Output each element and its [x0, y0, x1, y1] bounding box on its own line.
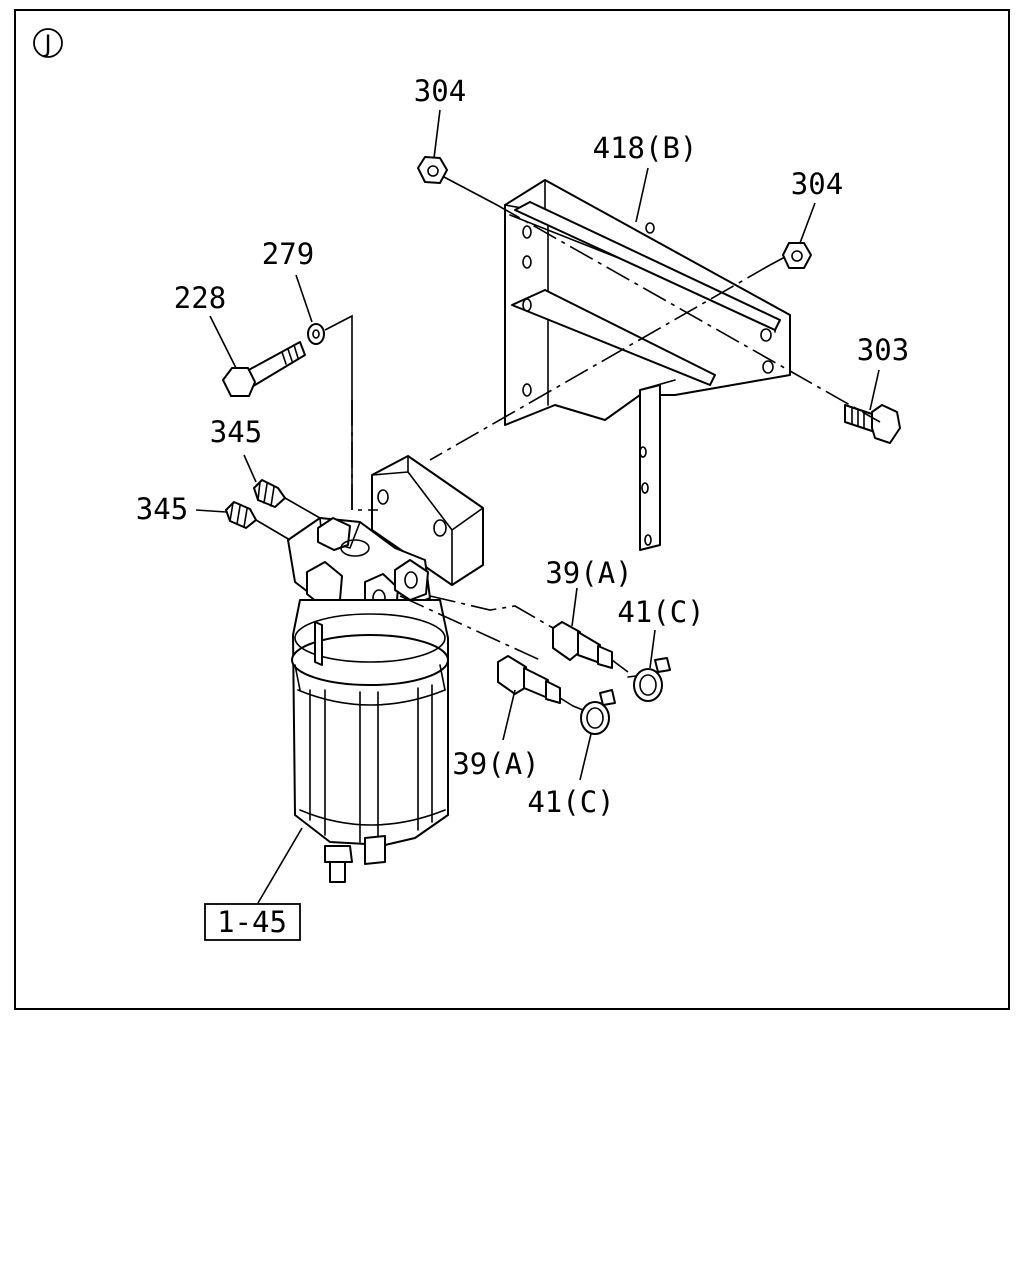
callout-labels: 304 418(B) 304 303 279 228 345 345 39(A)…: [136, 74, 909, 819]
callout-nut-304-right: 304: [791, 167, 843, 201]
callout-nipple-39a-lower: 39(A): [452, 747, 539, 781]
callout-clip-41c-lower: 41(C): [527, 785, 614, 819]
callout-plug-345-upper: 345: [210, 415, 262, 449]
bracket-418b: [504, 179, 791, 551]
nipple-39a-upper: [552, 621, 613, 669]
clip-41c-upper: [627, 657, 671, 702]
plug-345-upper: [253, 479, 286, 508]
bolt-303: [844, 404, 901, 444]
callout-nipple-39a-upper: 39(A): [545, 556, 632, 590]
callout-bolt-303: 303: [857, 333, 909, 367]
view-marker-label: J: [42, 30, 51, 58]
reference-box-label: 1-45: [217, 905, 287, 939]
view-marker: J: [33, 28, 63, 58]
nut-304-right: [782, 242, 812, 269]
nipple-39a-lower: [497, 655, 561, 704]
callout-plug-345-lower: 345: [136, 492, 188, 526]
callout-bracket-418b: 418(B): [593, 131, 698, 165]
clip-41c-lower: [572, 689, 616, 735]
bolt-228: [222, 341, 306, 397]
washer-279: [307, 323, 325, 345]
callout-clip-41c-upper: 41(C): [617, 595, 704, 629]
callout-washer-279: 279: [262, 237, 314, 271]
reference-box: 1-45: [204, 903, 301, 941]
assembly-lines: [255, 176, 881, 707]
filter-head: [287, 517, 431, 619]
plug-345-lower: [225, 501, 257, 529]
callout-leaders: [195, 109, 880, 904]
filter-bowl: [291, 599, 449, 883]
callout-bolt-228: 228: [174, 281, 226, 315]
diagram-frame: [14, 9, 1010, 1010]
callout-nut-304-top: 304: [414, 74, 466, 108]
nut-304-top: [417, 156, 448, 184]
